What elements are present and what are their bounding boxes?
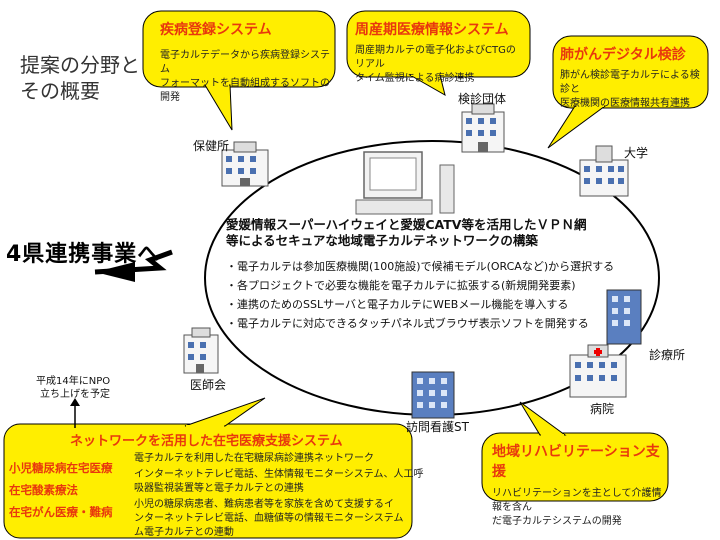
- callout-rehab-title: 地域リハビリテーション支援: [492, 444, 660, 480]
- callout-rehab-shape: [481, 401, 669, 502]
- building-shinryojo-icon: [606, 289, 642, 345]
- callout-disease-registry-body: 電子カルテデータから疾病登録システム フォーマットを自動組成するソフトの開発: [160, 49, 330, 105]
- callout-line: だ電子カルテシステムの開発: [492, 516, 622, 527]
- callout-line: 肺がん検診電子カルテによる検診と: [560, 70, 700, 95]
- npo-note: 平成14年にNPO 立ち上げを予定: [36, 375, 110, 401]
- four-prefecture-label: 4県連携事業へ: [6, 242, 161, 267]
- home-care-item-label: 在宅がん医療・難病: [9, 505, 113, 519]
- node-label-shinryojo: 診療所: [649, 348, 686, 362]
- home-care-desc-line: 電子カルテを利用した在宅糖尿病診連携ネットワーク: [134, 453, 374, 464]
- home-care-desc-line: ム電子カルテとの連動: [134, 527, 234, 538]
- callout-line: リハビリテーションを主として介護情報を含ん: [492, 488, 662, 513]
- building-byoin-icon: [569, 344, 627, 398]
- building-homon-icon: [411, 371, 455, 419]
- callout-disease-registry: 疾病登録システム 電子カルテデータから疾病登録システム フォーマットを自動組成す…: [160, 19, 330, 105]
- callout-perinatal-shape: [346, 10, 531, 97]
- home-care-item-label: 在宅酸素療法: [9, 483, 78, 497]
- callout-line: 電子カルテデータから疾病登録システム: [160, 50, 330, 75]
- center-heading-line-2: 等によるセキュアな地域電子カルテネットワークの構築: [226, 233, 538, 248]
- home-care-item-label: 小児糖尿病在宅医療: [9, 461, 113, 475]
- home-care-item-desc: インターネットテレビ電話、生体情報モニターシステム、人工呼 吸器監視装置等と電子…: [134, 468, 424, 496]
- node-label-kenshin: 検診団体: [458, 92, 507, 106]
- callout-perinatal-title: 周産期医療情報システム: [355, 22, 509, 38]
- home-care-desc-line: 小児の糖尿病患者、難病患者等を家族を含めて支援するイ: [134, 499, 394, 510]
- page-title: 提案の分野と その概要: [20, 52, 140, 104]
- callout-lung-cancer-shape: [547, 35, 709, 149]
- callout-line: フォーマットを自動組成するソフトの開発: [160, 78, 330, 103]
- callout-lung-cancer-title: 肺がんデジタル検診: [560, 47, 686, 63]
- callout-rehab: 地域リハビリテーション支援 リハビリテーションを主として介護情報を含ん だ電子カ…: [492, 441, 664, 529]
- home-care-item-desc: 小児の糖尿病患者、難病患者等を家族を含めて支援するイ ンターネットテレビ電話、血…: [134, 498, 404, 540]
- callout-line: 周産期カルテの電子化およびCTGのリアル: [355, 45, 516, 70]
- home-care-title: ネットワークを活用した在宅医療支援システム: [70, 430, 343, 449]
- callout-lung-cancer-body: 肺がん検診電子カルテによる検診と 医療機関の医療情報共有連携: [560, 69, 705, 111]
- callout-perinatal: 周産期医療情報システム 周産期カルテの電子化およびCTGのリアル タイム監視によ…: [355, 19, 525, 86]
- center-bullets: ・電子カルテは参加医療機関(100施設)で候補モデル(ORCAなど)から選択する…: [226, 259, 646, 332]
- home-care-desc-line: 吸器監視装置等と電子カルテとの連携: [134, 483, 304, 494]
- computer-icon: [355, 151, 455, 215]
- home-care-desc-line: ンターネットテレビ電話、血糖値等の情報モニターシステム: [134, 513, 404, 524]
- callout-perinatal-body: 周産期カルテの電子化およびCTGのリアル タイム監視による病診連携: [355, 44, 525, 86]
- building-kenshin-icon: [461, 103, 505, 153]
- node-label-byoin: 病院: [590, 402, 615, 416]
- npo-note-line-1: 平成14年にNPO: [36, 376, 111, 387]
- node-label-homon: 訪問看護ST: [406, 420, 469, 434]
- center-bullet: ・電子カルテは参加医療機関(100施設)で候補モデル(ORCAなど)から選択する: [226, 260, 615, 273]
- callout-line: 医療機関の医療情報共有連携: [560, 98, 690, 109]
- node-label-ishikai: 医師会: [190, 378, 227, 392]
- npo-note-line-2: 立ち上げを予定: [40, 389, 110, 400]
- home-care-title-text: ネットワークを活用した在宅医療支援システム: [70, 434, 343, 449]
- callout-lung-cancer: 肺がんデジタル検診 肺がん検診電子カルテによる検診と 医療機関の医療情報共有連携: [560, 44, 705, 111]
- node-label-hokenjo: 保健所: [193, 139, 230, 153]
- callout-disease-registry-title: 疾病登録システム: [160, 22, 272, 38]
- page-title-line-1: 提案の分野と: [20, 53, 140, 77]
- center-description: 愛媛情報スーパーハイウェイと愛媛CATV等を活用したＶＰＮ網 等によるセキュアな…: [226, 217, 646, 332]
- home-care-item-desc: 電子カルテを利用した在宅糖尿病診連携ネットワーク: [134, 452, 374, 466]
- node-label-daigaku: 大学: [624, 146, 649, 160]
- callout-home-care-shape: [3, 397, 413, 539]
- building-hokenjo-icon: [221, 141, 269, 187]
- center-bullet: ・連携のためのSSLサーバと電子カルテにWEBメール機能を導入する: [226, 298, 569, 311]
- callout-rehab-body: リハビリテーションを主として介護情報を含ん だ電子カルテシステムの開発: [492, 487, 664, 529]
- building-ishikai-icon: [183, 327, 219, 374]
- building-daigaku-icon: [579, 145, 629, 197]
- center-heading-line-1: 愛媛情報スーパーハイウェイと愛媛CATV等を活用したＶＰＮ網: [226, 217, 587, 232]
- center-bullet: ・電子カルテに対応できるタッチパネル式ブラウザ表示ソフトを開発する: [226, 317, 589, 330]
- callout-line: タイム監視による病診連携: [355, 73, 475, 84]
- center-bullet: ・各プロジェクトで必要な機能を電子カルテに拡張する(新規開発要素): [226, 279, 576, 292]
- home-care-desc-line: インターネットテレビ電話、生体情報モニターシステム、人工呼: [134, 469, 424, 480]
- page-title-line-2: その概要: [20, 79, 100, 103]
- callout-disease-registry-shape: [142, 10, 336, 131]
